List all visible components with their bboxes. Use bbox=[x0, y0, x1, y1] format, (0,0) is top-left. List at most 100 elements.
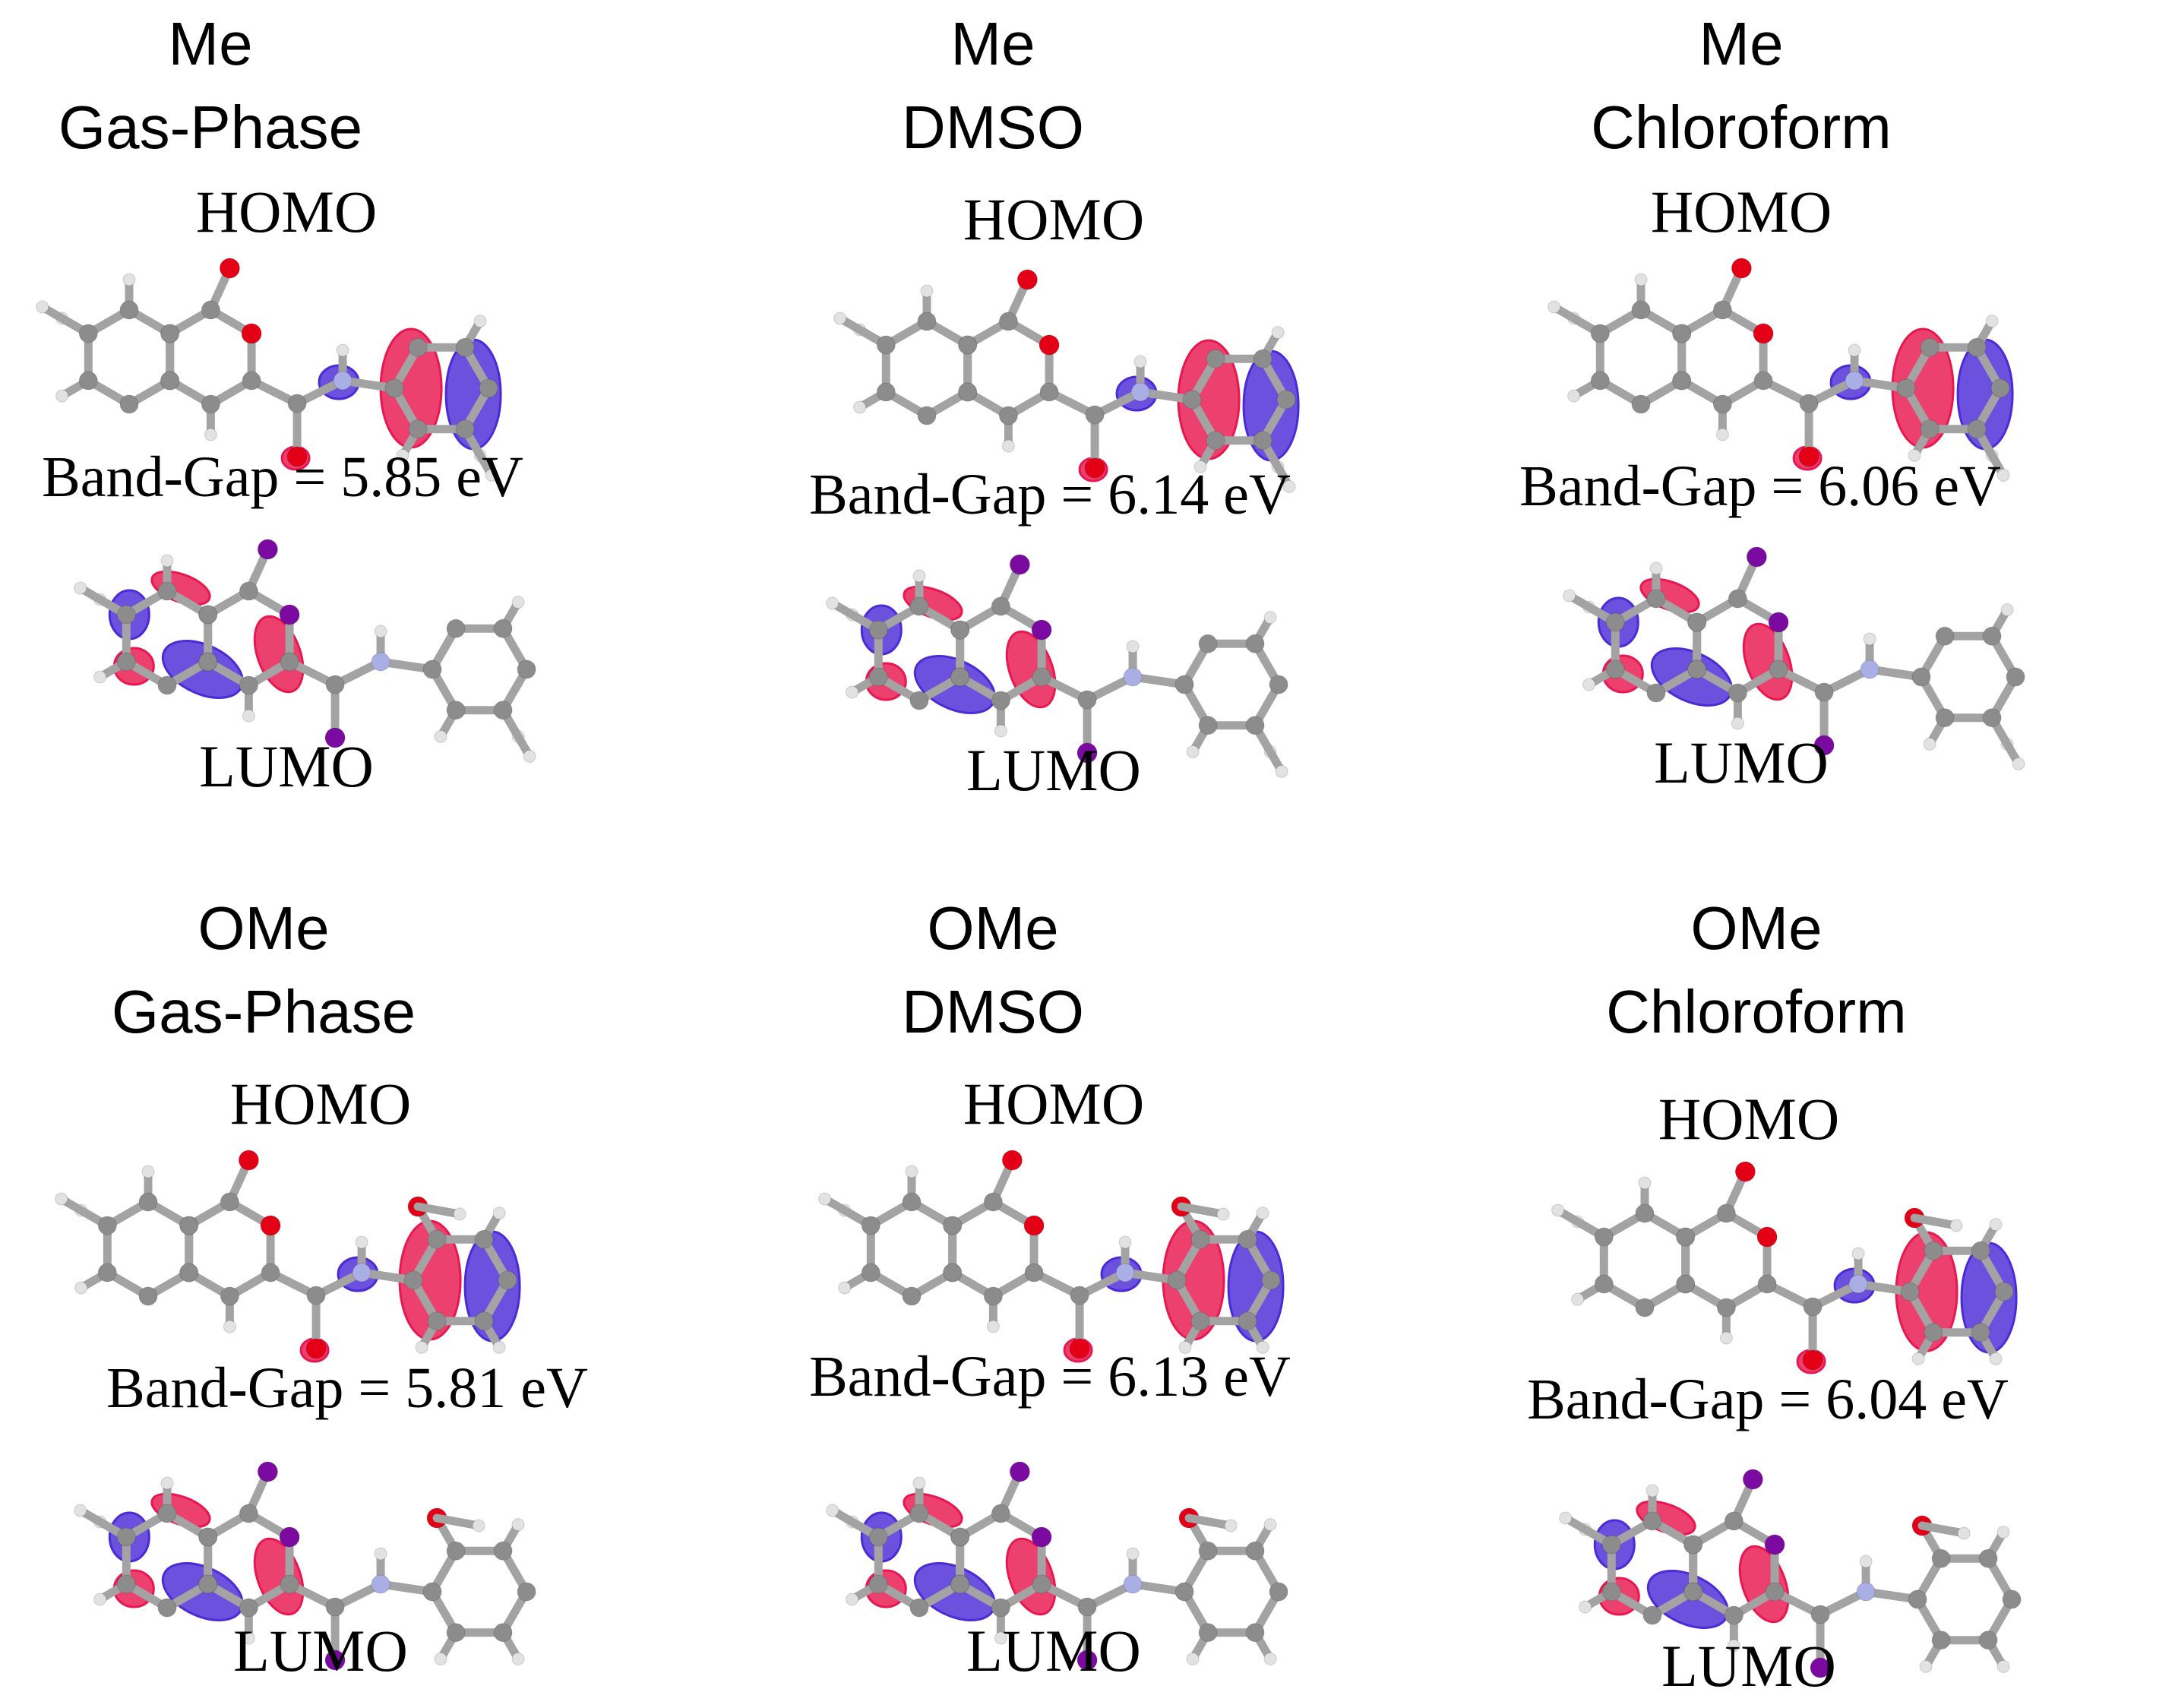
substituent-label: OMe bbox=[198, 894, 330, 962]
oxygen-atom bbox=[1756, 1226, 1778, 1248]
bond bbox=[1184, 1513, 1235, 1530]
carbon-atom bbox=[868, 1527, 888, 1547]
hydrogen-atom bbox=[1256, 1340, 1269, 1354]
hydrogen-atom bbox=[1547, 300, 1561, 314]
carbon-atom bbox=[1967, 337, 1987, 357]
carbon-atom bbox=[1198, 1541, 1218, 1561]
carbon-atom bbox=[119, 300, 139, 320]
carbon-atom bbox=[119, 394, 139, 414]
panel-me-chloroform: Me Chloroform HOMO Band-Gap = 6.06 eV LU… bbox=[1504, 0, 2175, 854]
carbon-atom bbox=[1971, 1323, 1990, 1343]
hydrogen-atom bbox=[242, 709, 255, 723]
carbon-atom bbox=[1978, 1548, 1998, 1568]
carbon-atom bbox=[1605, 612, 1625, 632]
substituent-label: Me bbox=[1699, 10, 1784, 77]
oxygen-atom bbox=[241, 323, 262, 344]
hydrogen-atom bbox=[1563, 589, 1576, 603]
carbon-atom bbox=[1269, 1582, 1288, 1602]
hydrogen-atom bbox=[1919, 1659, 1933, 1673]
carbon-atom bbox=[1245, 716, 1265, 735]
oxygen-atom bbox=[1038, 334, 1060, 356]
hydrogen-atom bbox=[492, 1207, 506, 1220]
hydrogen-atom bbox=[1133, 355, 1147, 368]
hydrogen-atom bbox=[1263, 1518, 1277, 1532]
hydrogen-atom bbox=[1908, 448, 1921, 462]
hydrogen-atom bbox=[838, 1281, 852, 1295]
carbon-atom bbox=[138, 1286, 158, 1306]
hydrogen-atom bbox=[1216, 1207, 1230, 1221]
carbon-atom bbox=[1206, 431, 1225, 451]
hydrogen-atom bbox=[242, 1631, 255, 1645]
nitrogen-atom bbox=[1130, 382, 1150, 402]
homo-orbital-structure bbox=[818, 1150, 1285, 1363]
hydrogen-atom bbox=[1001, 439, 1015, 453]
hydrogen-atom bbox=[434, 729, 447, 743]
carbon-atom bbox=[97, 1216, 117, 1235]
carbon-atom bbox=[1253, 431, 1272, 451]
carbon-atom bbox=[876, 335, 896, 355]
hydrogen-atom bbox=[160, 554, 174, 568]
carbon-atom bbox=[422, 1582, 442, 1602]
carbon-atom bbox=[116, 1574, 136, 1594]
oxygen-atom bbox=[279, 604, 300, 625]
hydrogen-atom bbox=[1579, 1600, 1592, 1614]
substituent-label: Me bbox=[950, 10, 1035, 77]
hydrogen-atom bbox=[826, 1504, 839, 1517]
lumo-label: LUMO bbox=[966, 1618, 1141, 1684]
hydrogen-atom bbox=[986, 1320, 1000, 1333]
carbon-atom bbox=[1594, 1274, 1614, 1294]
homo-label: HOMO bbox=[963, 186, 1145, 252]
hydrogen-atom bbox=[1118, 1235, 1132, 1249]
carbon-atom bbox=[1190, 1311, 1210, 1331]
hydrogen-atom bbox=[1571, 1292, 1585, 1306]
carbon-atom bbox=[1935, 708, 1955, 728]
lumo-label: LUMO bbox=[1654, 729, 1829, 795]
carbon-atom bbox=[1245, 1623, 1265, 1643]
oxygen-atom bbox=[1731, 258, 1752, 279]
panel-me-dmso: Me DMSO HOMO Band-Gap = 6.14 eV LUMO bbox=[760, 0, 1484, 854]
hydrogen-atom bbox=[1263, 1652, 1277, 1665]
hydrogen-atom bbox=[1731, 716, 1744, 730]
carbon-atom bbox=[1683, 1582, 1703, 1602]
carbon-atom bbox=[1712, 394, 1732, 414]
band-gap-label: Band-Gap = 5.85 eV bbox=[42, 445, 523, 509]
oxygen-atom bbox=[1734, 1161, 1756, 1182]
hydrogen-atom bbox=[853, 400, 867, 414]
carbon-atom bbox=[1245, 1541, 1265, 1561]
carbon-atom bbox=[1174, 1582, 1194, 1602]
carbon-atom bbox=[1757, 1274, 1777, 1294]
carbon-atom bbox=[1982, 708, 2002, 728]
oxygen-atom bbox=[1753, 323, 1774, 344]
carbon-atom bbox=[1635, 1204, 1655, 1223]
carbon-atom bbox=[902, 1192, 922, 1212]
hydrogen-atom bbox=[912, 1476, 926, 1490]
carbon-atom bbox=[116, 652, 136, 672]
carbon-atom bbox=[325, 1597, 345, 1617]
bond bbox=[432, 1513, 483, 1530]
hydrogen-atom bbox=[826, 596, 839, 610]
lumo-orbital-structure bbox=[74, 1461, 536, 1671]
positive-orbital-lobe bbox=[150, 1492, 211, 1529]
carbon-atom bbox=[958, 382, 978, 402]
carbon-atom bbox=[1803, 1297, 1823, 1317]
hydrogen-atom bbox=[1638, 1176, 1652, 1190]
hydrogen-atom bbox=[141, 1165, 155, 1178]
hydrogen-atom bbox=[1848, 343, 1861, 357]
carbon-atom bbox=[261, 1263, 280, 1283]
carbon-atom bbox=[1935, 626, 1955, 646]
carbon-atom bbox=[1967, 419, 1987, 439]
homo-orbital-structure bbox=[1547, 258, 2014, 482]
panel-ome-dmso: OMe DMSO HOMO Band-Gap = 6.13 eV LUMO bbox=[760, 854, 1484, 1708]
nitrogen-atom bbox=[1856, 1582, 1876, 1602]
homo-label: HOMO bbox=[229, 1071, 412, 1137]
carbon-atom bbox=[1039, 382, 1059, 402]
carbon-atom bbox=[446, 618, 466, 638]
oxygen-atom bbox=[1009, 554, 1030, 575]
bond bbox=[1917, 1521, 1968, 1538]
hydrogen-atom bbox=[1193, 460, 1207, 473]
band-gap-label: Band-Gap = 6.04 eV bbox=[1527, 1368, 2009, 1431]
carbon-atom bbox=[116, 1527, 136, 1547]
carbon-atom bbox=[1269, 675, 1288, 694]
oxygen-atom bbox=[324, 1649, 346, 1671]
